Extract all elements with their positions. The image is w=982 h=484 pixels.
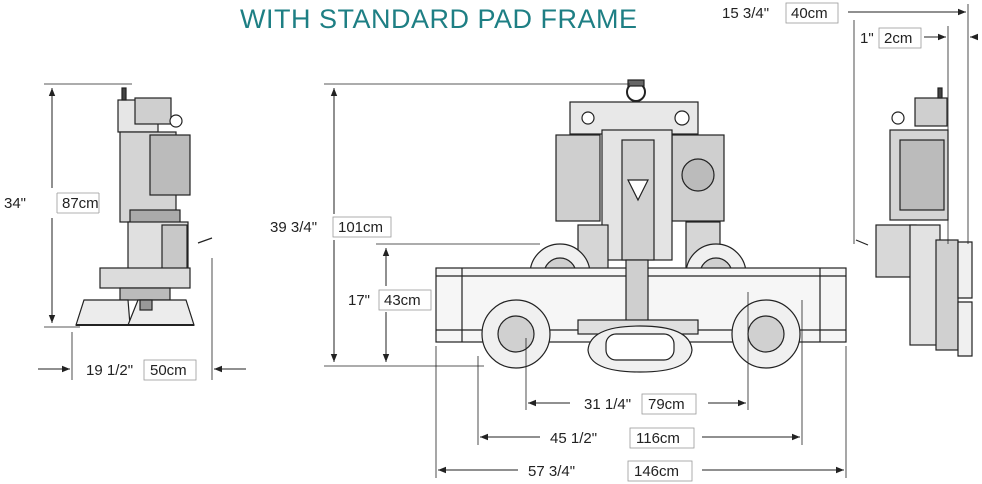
right-side-view xyxy=(855,87,973,357)
right-depth-metric: 40cm xyxy=(791,5,828,22)
left-side-view xyxy=(75,87,213,326)
left-height-imperial: 34" xyxy=(4,195,26,212)
front-outer-span-imperial: 45 1/2" xyxy=(550,430,597,447)
front-frame-height-dimension: 17" 43cm xyxy=(348,243,540,362)
right-pad-thickness-metric: 2cm xyxy=(884,30,912,47)
front-frame-length-metric: 146cm xyxy=(634,463,679,480)
front-inner-span-metric: 79cm xyxy=(648,396,685,413)
front-frame-length-dimension: 57 3/4" 146cm xyxy=(435,346,847,482)
front-inner-span-dimension: 31 1/4" 79cm xyxy=(525,292,749,415)
left-height-metric: 87cm xyxy=(62,195,99,212)
front-overall-height-metric: 101cm xyxy=(338,219,383,236)
front-overall-height-imperial: 39 3/4" xyxy=(270,219,317,236)
front-frame-length-imperial: 57 3/4" xyxy=(528,463,575,480)
front-outer-span-dimension: 45 1/2" 116cm xyxy=(477,300,803,449)
right-depth-dimension: 15 3/4" 40cm xyxy=(722,2,969,244)
front-frame-height-metric: 43cm xyxy=(384,292,421,309)
front-frame-height-imperial: 17" xyxy=(348,292,370,309)
front-overall-height-dimension: 39 3/4" 101cm xyxy=(270,83,630,367)
right-pad-thickness-imperial: 1" xyxy=(860,30,874,47)
left-width-metric: 50cm xyxy=(150,362,187,379)
left-height-dimension: 34" 87cm xyxy=(4,83,132,328)
diagram-title: WITH STANDARD PAD FRAME xyxy=(240,4,638,34)
front-outer-span-metric: 116cm xyxy=(636,430,680,447)
right-depth-imperial: 15 3/4" xyxy=(722,5,769,22)
front-view xyxy=(435,79,847,373)
front-inner-span-imperial: 31 1/4" xyxy=(584,396,631,413)
right-pad-thickness-dimension: 1" 2cm xyxy=(860,26,978,244)
left-width-dimension: 19 1/2" 50cm xyxy=(38,258,246,381)
left-width-imperial: 19 1/2" xyxy=(86,362,133,379)
